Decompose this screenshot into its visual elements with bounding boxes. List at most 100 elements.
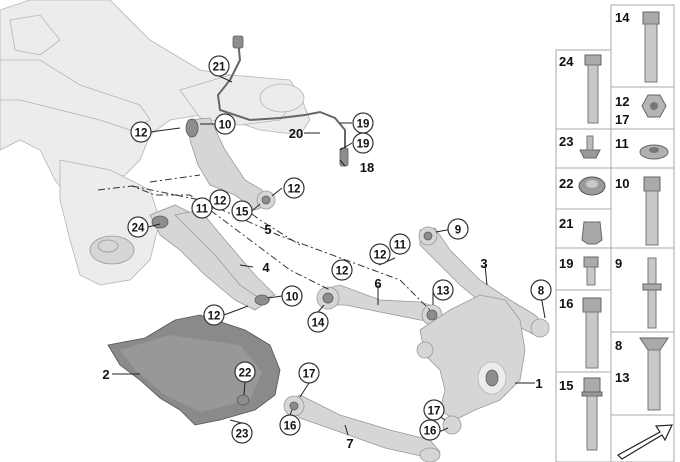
svg-text:4: 4 [262, 260, 270, 275]
callout-22: 22 [234, 361, 256, 383]
cell-23: 23 [559, 134, 601, 159]
callout-12-a: 12 [130, 121, 152, 143]
callout-23: 23 [231, 422, 253, 444]
label-6: 6 [374, 276, 381, 291]
assembly-lines [97, 174, 431, 311]
svg-text:15: 15 [559, 378, 573, 393]
svg-text:9: 9 [615, 256, 622, 271]
callout-13: 13 [432, 279, 454, 301]
svg-text:17: 17 [615, 112, 629, 127]
svg-text:24: 24 [132, 223, 145, 235]
callout-12-b: 12 [283, 177, 305, 199]
callout-16-b: 16 [419, 419, 441, 441]
cell-9: 9 [615, 256, 662, 329]
label-18: 18 [360, 160, 374, 175]
svg-text:10: 10 [615, 176, 629, 191]
svg-text:13: 13 [437, 286, 450, 298]
fastener-sidebar: 14 24 12 17 23 11 2 [555, 4, 675, 462]
svg-text:19: 19 [357, 119, 370, 131]
svg-text:10: 10 [219, 120, 232, 132]
svg-text:12: 12 [135, 128, 148, 140]
guide-link-4 [149, 204, 276, 311]
callout-12-f: 12 [369, 243, 391, 265]
svg-text:14: 14 [615, 10, 630, 25]
cell-22: 22 [559, 176, 606, 196]
callout-10-mid: 10 [281, 285, 303, 307]
svg-text:15: 15 [236, 207, 249, 219]
svg-text:17: 17 [303, 369, 316, 381]
callout-8: 8 [530, 279, 552, 301]
svg-text:12: 12 [288, 184, 301, 196]
callout-9: 9 [447, 218, 469, 240]
label-20: 20 [289, 126, 303, 141]
label-3: 3 [480, 256, 487, 271]
svg-text:22: 22 [239, 368, 252, 380]
cell-15: 15 [559, 377, 603, 451]
cell-8-13: 8 13 [615, 337, 669, 411]
svg-text:21: 21 [213, 62, 226, 74]
callout-11-a: 11 [191, 197, 213, 219]
cell-19: 19 [559, 256, 599, 286]
svg-text:19: 19 [559, 256, 573, 271]
svg-text:9: 9 [455, 225, 461, 237]
svg-text:13: 13 [615, 370, 629, 385]
label-5: 5 [264, 222, 271, 237]
svg-text:10: 10 [286, 292, 299, 304]
cell-10: 10 [615, 176, 661, 246]
callout-15-top: 15 [231, 200, 253, 222]
callout-19-a: 19 [352, 112, 374, 134]
callouts: 21 10 12 20 19 19 18 12 12 15 5 11 12 24… [102, 55, 552, 451]
svg-text:18: 18 [360, 160, 374, 175]
svg-text:22: 22 [559, 176, 573, 191]
callout-21: 21 [208, 55, 230, 77]
label-1: 1 [535, 376, 542, 391]
svg-text:12: 12 [374, 250, 387, 262]
svg-text:2: 2 [102, 367, 109, 382]
callout-10-top: 10 [214, 113, 236, 135]
callout-24: 24 [127, 216, 149, 238]
cell-14: 14 [615, 10, 660, 83]
toe-link-7 [283, 394, 441, 462]
svg-text:11: 11 [615, 136, 629, 151]
svg-text:8: 8 [538, 286, 545, 298]
control-arm-3 [418, 226, 550, 338]
callout-17-b: 17 [423, 399, 445, 421]
callout-12-c: 12 [209, 189, 231, 211]
callout-12-e: 12 [203, 304, 225, 326]
cell-24: 24 [559, 54, 602, 124]
svg-text:23: 23 [559, 134, 573, 149]
svg-text:3: 3 [480, 256, 487, 271]
svg-text:16: 16 [424, 426, 437, 438]
svg-text:11: 11 [196, 204, 209, 216]
svg-text:19: 19 [357, 139, 370, 151]
label-7: 7 [346, 436, 353, 451]
svg-text:12: 12 [336, 266, 349, 278]
callout-14: 14 [307, 311, 329, 333]
svg-text:5: 5 [264, 222, 271, 237]
cell-21: 21 [559, 216, 603, 245]
cell-12-17: 12 17 [615, 94, 667, 127]
rear-axle-carrier [0, 0, 311, 286]
svg-text:16: 16 [284, 421, 297, 433]
callout-16-a: 16 [279, 414, 301, 436]
callout-12-d: 12 [331, 259, 353, 281]
svg-text:12: 12 [214, 196, 227, 208]
svg-text:6: 6 [374, 276, 381, 291]
svg-text:24: 24 [559, 54, 574, 69]
callout-17-a: 17 [298, 362, 320, 384]
svg-text:20: 20 [289, 126, 303, 141]
svg-text:17: 17 [428, 406, 441, 418]
svg-text:23: 23 [236, 429, 249, 441]
svg-text:7: 7 [346, 436, 353, 451]
svg-text:8: 8 [615, 338, 622, 353]
svg-text:12: 12 [615, 94, 629, 109]
callout-11-b: 11 [389, 233, 411, 255]
svg-text:14: 14 [312, 318, 325, 330]
wheel-carrier-1 [416, 294, 526, 435]
cell-11: 11 [615, 136, 669, 160]
label-4: 4 [262, 260, 270, 275]
arrow-icon [617, 424, 673, 460]
label-2: 2 [102, 367, 109, 382]
wishbone-6 [316, 284, 443, 326]
